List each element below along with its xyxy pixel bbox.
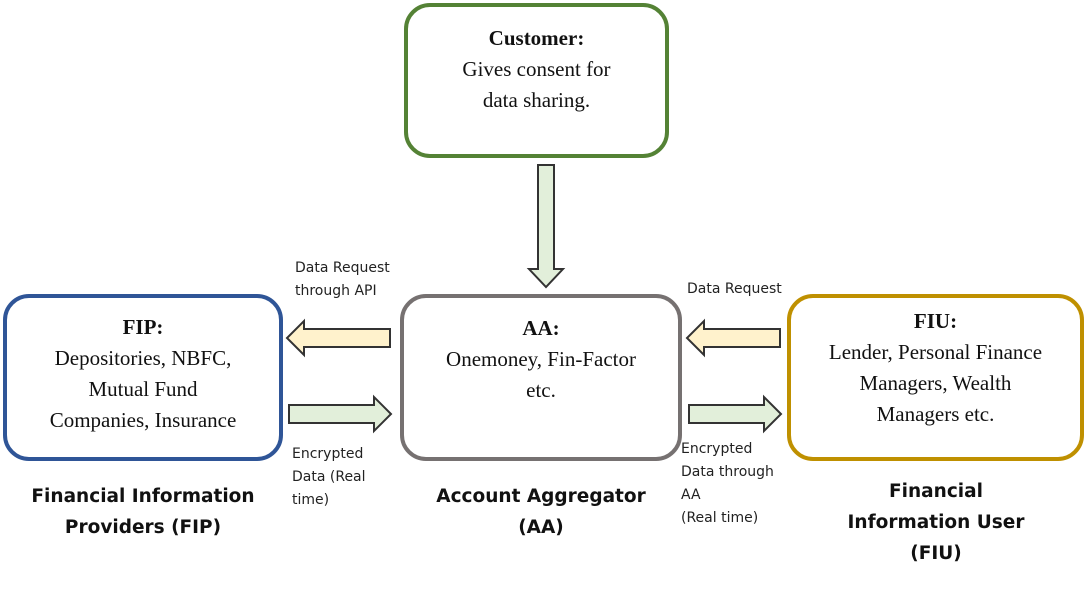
caption-fiu: Financial Information User (FIU) [847,481,1025,564]
label-encrypted-data-fip: Encrypted Data (Real time) [292,446,366,508]
arrow-aa-to-fiu-data [688,394,783,434]
fip-text-line-1: Depositories, NBFC, [54,345,232,370]
fiu-box: FIU: Lender, Personal Finance Managers, … [787,294,1084,461]
fiu-text-line-1: Lender, Personal Finance [828,339,1043,364]
label-encrypted-data-aa: Encrypted Data through AA (Real time) [681,441,774,526]
arrow-customer-to-aa [526,164,566,289]
arrow-aa-to-fip-request [285,318,391,358]
fip-title: FIP: [122,314,164,339]
fiu-text-line-2: Managers, Wealth [859,370,1012,395]
aa-title: AA: [522,316,560,340]
fip-text-line-2: Mutual Fund [88,376,198,401]
aa-text-line-2: etc. [526,378,556,402]
label-data-request-api: Data Request through API [295,260,390,299]
arrow-fip-to-aa-data [288,394,393,434]
fip-box: FIP: Depositories, NBFC, Mutual Fund Com… [3,294,283,461]
arrow-fiu-to-aa-request [685,318,781,358]
customer-box: Customer: Gives consent for data sharing… [404,3,669,158]
customer-text-line-1: Gives consent for [462,57,611,81]
customer-title: Customer: [488,26,585,50]
aa-text-line-1: Onemoney, Fin-Factor [446,347,636,371]
caption-aa: Account Aggregator (AA) [436,486,646,538]
fiu-text-line-3: Managers etc. [876,401,995,426]
fiu-title: FIU: [913,308,958,333]
label-data-request: Data Request [687,281,782,297]
customer-text-line-2: data sharing. [482,88,591,112]
caption-fip: Financial Information Providers (FIP) [31,486,255,538]
fip-text-line-3: Companies, Insurance [49,407,237,432]
aa-box: AA: Onemoney, Fin-Factor etc. [400,294,682,461]
